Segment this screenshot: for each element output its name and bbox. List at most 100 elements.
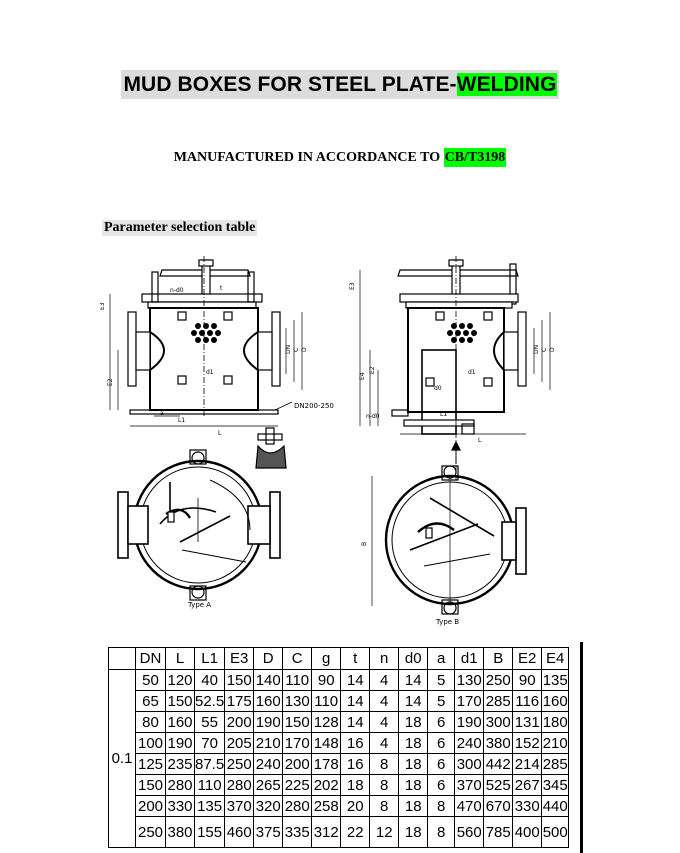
table-cell: 330 [512,795,543,817]
technical-drawing: E3 E2 L a L1 d1 DN C D t n-d0 DN200-250 [99,250,580,645]
type-b-label: Type B [435,618,459,626]
table-cell: 6 [427,774,456,796]
svg-text:E2: E2 [107,378,114,386]
svg-text:E3: E3 [100,302,106,310]
table-cell: 150 [165,690,195,712]
table-cell: 16 [340,753,371,775]
table-cell: 265 [253,774,284,796]
svg-text:B: B [361,542,368,546]
table-cell: 4 [369,690,400,712]
table-cell: 285 [541,753,570,775]
column-header: g [311,647,342,670]
table-cell: 160 [165,711,195,733]
svg-text:d1: d1 [468,369,476,376]
table-cell: 18 [398,753,429,775]
top-view-type-b: B Type B [361,465,527,626]
table-cell: 250 [224,753,255,775]
table-cell: 335 [282,816,313,848]
svg-text:E3: E3 [349,282,356,290]
table-cell: 18 [398,732,429,754]
table-cell: 205 [224,732,255,754]
table-cell: 670 [483,795,514,817]
table-cell: 380 [165,816,195,848]
column-header: DN [135,647,166,670]
table-cell: 442 [483,753,514,775]
type-a-label: Type A [187,601,211,609]
table-cell: 280 [224,774,255,796]
table-cell: 235 [165,753,195,775]
table-cell: 130 [282,690,313,712]
table-cell: 4 [369,732,400,754]
dn200-250-detail: DN200-250 [255,401,334,469]
column-header: E3 [224,647,255,670]
table-cell: 180 [541,711,570,733]
table-cell: 400 [512,816,543,848]
table-cell: 8 [369,795,400,817]
table-cell: 470 [454,795,485,817]
table-cell: 18 [398,711,429,733]
svg-text:d1: d1 [206,369,214,376]
table-right-rule [580,642,583,853]
table-cell: 18 [340,774,371,796]
table-cell: 18 [398,795,429,817]
table-cell: 16 [340,732,371,754]
table-cell: 280 [282,795,313,817]
table-cell: 190 [454,711,485,733]
table-cell: 65 [135,690,166,712]
subtitle-main: MANUFACTURED IN ACCORDANCE TO [173,150,444,165]
table-cell: 14 [398,669,429,691]
top-view-type-a: Type A [117,449,281,609]
column-header: E4 [541,647,570,670]
table-cell: 110 [193,774,226,796]
table-cell: 55 [193,711,226,733]
svg-text:L: L [478,437,482,444]
table-cell: 148 [311,732,342,754]
table-cell: 525 [483,774,514,796]
table-cell: 250 [135,816,166,848]
table-cell: 160 [253,690,284,712]
table-cell: 202 [311,774,342,796]
column-header: C [282,647,313,670]
table-cell: 135 [541,669,570,691]
svg-text:d0: d0 [434,385,442,392]
table-cell: 22 [340,816,371,848]
table-cell: 285 [483,690,514,712]
table-cell: 50 [135,669,166,691]
table-cell: 300 [454,753,485,775]
table-cell: 200 [282,753,313,775]
table-cell: 52.5 [193,690,226,712]
table-cell: 178 [311,753,342,775]
column-header: D [253,647,284,670]
table-cell: 6 [427,732,456,754]
column-header: L1 [193,647,226,670]
table-cell: 128 [311,711,342,733]
svg-text:C: C [541,348,548,352]
table-cell: 40 [193,669,226,691]
table-cell: 8 [427,816,456,848]
row-group-key: 0.1 [108,669,136,848]
table-cell: 125 [135,753,166,775]
table-cell: 320 [253,795,284,817]
svg-text:D: D [549,347,556,352]
table-cell: 100 [135,732,166,754]
dn-note: DN200-250 [294,402,334,410]
svg-text:t: t [220,285,223,292]
table-cell: 160 [541,690,570,712]
table-cell: 8 [369,753,400,775]
column-header: L [165,647,195,670]
table-cell: 175 [224,690,255,712]
page-subtitle: MANUFACTURED IN ACCORDANCE TO CB/T3198 [174,148,507,167]
svg-text:E4: E4 [359,372,366,380]
table-cell: 90 [311,669,342,691]
table-cell: 14 [340,669,371,691]
table-cell: 240 [454,732,485,754]
table-cell: 140 [253,669,284,691]
